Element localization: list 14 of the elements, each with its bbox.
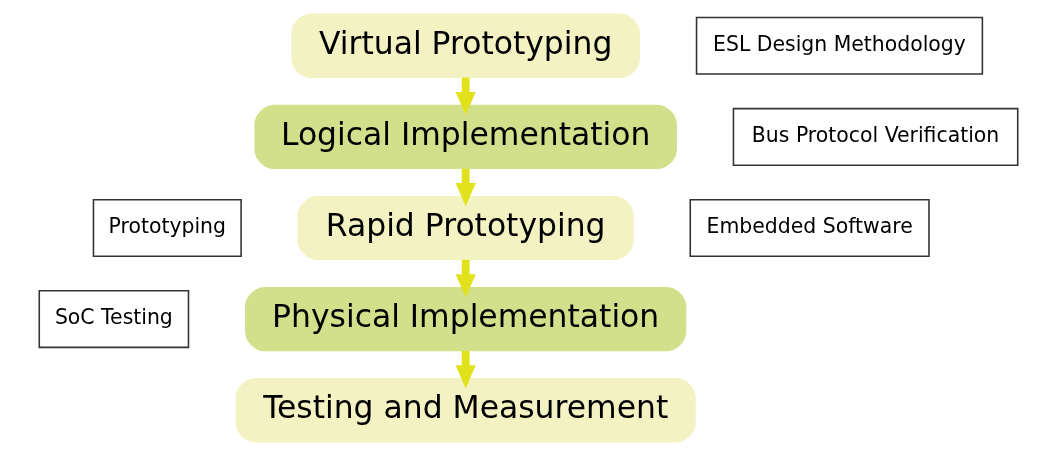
arrow (455, 168, 476, 207)
node-box: ESL Design Methodology (695, 16, 984, 75)
node-box: Rapid Prototyping (297, 195, 634, 261)
node-box: Physical Implementation (245, 286, 687, 352)
arrow (455, 259, 476, 298)
arrow (455, 350, 476, 389)
node-box: Bus Protocol Verification (732, 107, 1019, 166)
node-box: Logical Implementation (254, 104, 677, 170)
node-box: Virtual Prototyping (291, 13, 640, 78)
node-box: Prototyping (92, 198, 242, 258)
node-box: Testing and Measurement (235, 378, 696, 443)
arrow (455, 77, 476, 116)
node-box: SoC Testing (38, 290, 190, 349)
node-box: Embedded Software (689, 198, 930, 258)
